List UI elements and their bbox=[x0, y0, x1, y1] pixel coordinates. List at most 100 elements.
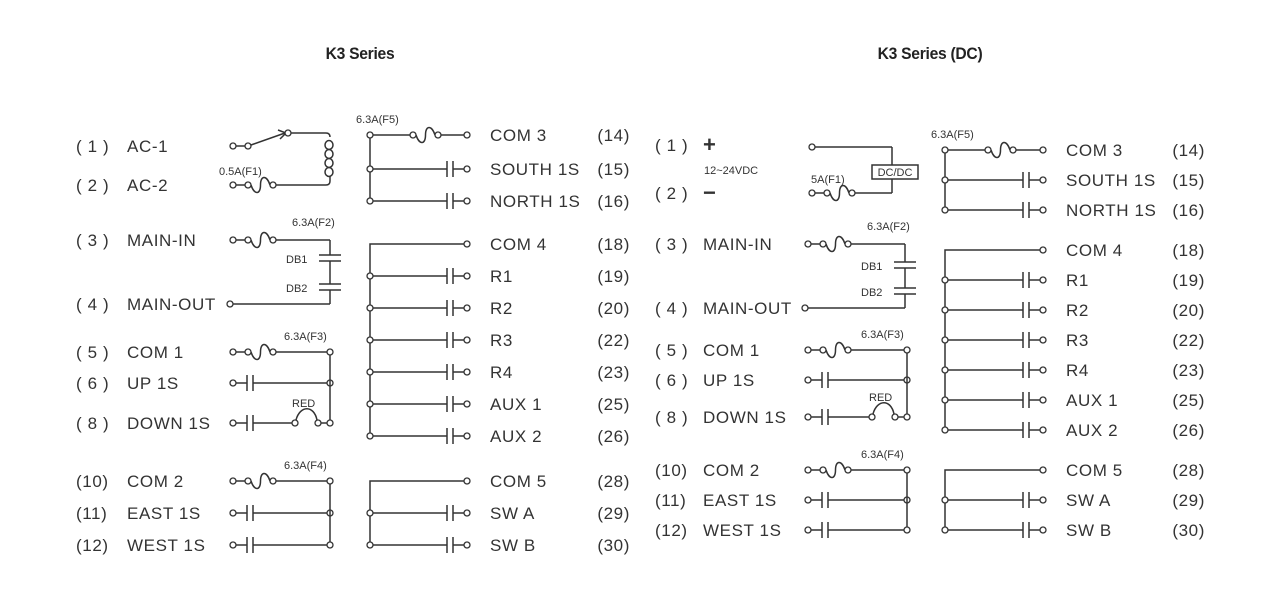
wire bbox=[325, 132, 331, 138]
terminal-label: AC-2 bbox=[127, 176, 168, 195]
terminal-label: UP 1S bbox=[703, 371, 755, 390]
terminal-dot bbox=[1039, 306, 1047, 314]
terminal-dot bbox=[941, 396, 949, 404]
terminal-dot bbox=[366, 272, 374, 280]
terminal-label: WEST 1S bbox=[703, 521, 782, 540]
terminal-label: R4 bbox=[1066, 361, 1089, 380]
contact-symbol bbox=[1022, 272, 1030, 288]
terminal-number: (18) bbox=[597, 235, 630, 254]
right-terminal-row: R4(23) bbox=[1066, 361, 1204, 380]
coil-loop bbox=[324, 166, 334, 178]
contact-symbol bbox=[1022, 492, 1030, 508]
red-jumper bbox=[872, 402, 895, 415]
terminal-label: COM 1 bbox=[127, 343, 184, 362]
common-group: 6.3A(F3)RED bbox=[229, 331, 334, 431]
terminal-number: ( 6 ) bbox=[655, 371, 688, 390]
terminal-dot bbox=[1039, 466, 1047, 474]
dc-dc-converter-box: DC/DC bbox=[871, 164, 919, 180]
output-group bbox=[941, 246, 1047, 438]
terminal-dot bbox=[229, 477, 237, 485]
terminal-dot bbox=[819, 346, 827, 354]
terminal-label: AUX 2 bbox=[490, 427, 542, 446]
terminal-number: ( 1 ) bbox=[655, 136, 688, 155]
terminal-dot bbox=[366, 304, 374, 312]
terminal-dot bbox=[434, 131, 442, 139]
terminal-label: MAIN-OUT bbox=[127, 295, 216, 314]
contact-symbol bbox=[1022, 202, 1030, 218]
converter-label: DC/DC bbox=[878, 167, 913, 179]
left-terminal-row: (11)EAST 1S bbox=[655, 491, 777, 510]
contact-symbol bbox=[246, 375, 254, 391]
terminal-dot bbox=[326, 348, 334, 356]
terminal-number: (22) bbox=[1172, 331, 1205, 350]
fuse-wire bbox=[825, 235, 846, 253]
right-terminal-row: COM 3(14) bbox=[1066, 141, 1204, 160]
terminal-dot bbox=[326, 419, 334, 427]
terminal-dot bbox=[463, 541, 471, 549]
terminal-label: SW B bbox=[490, 536, 536, 555]
terminal-dot bbox=[229, 379, 237, 387]
left-terminal-row: ( 2 )AC-2 bbox=[76, 176, 168, 195]
terminal-label: COM 4 bbox=[490, 235, 547, 254]
fuse-symbol bbox=[984, 141, 1017, 159]
terminal-dot bbox=[463, 272, 471, 280]
terminal-dot bbox=[1039, 426, 1047, 434]
terminal-dot bbox=[903, 526, 911, 534]
terminal-label: R2 bbox=[490, 299, 513, 318]
red-jumper-label: RED bbox=[869, 392, 892, 404]
wire bbox=[369, 480, 464, 542]
right-terminal-row: COM 5(28) bbox=[1066, 461, 1204, 480]
relay-coil-icon bbox=[324, 139, 334, 178]
terminal-dot bbox=[804, 376, 812, 384]
fuse-symbol bbox=[409, 126, 442, 144]
terminal-dot bbox=[804, 496, 812, 504]
terminal-label: COM 5 bbox=[490, 472, 547, 491]
terminal-dot bbox=[808, 143, 816, 151]
terminal-number: (19) bbox=[1172, 271, 1205, 290]
left-terminal-row: ( 3 )MAIN-IN bbox=[76, 231, 196, 250]
fuse-f5-label: 6.3A(F5) bbox=[931, 129, 974, 141]
left-terminal-row: ( 8 )DOWN 1S bbox=[76, 414, 210, 433]
terminal-number: (12) bbox=[655, 521, 688, 540]
terminal-label: EAST 1S bbox=[127, 504, 201, 523]
terminal-dot bbox=[244, 477, 252, 485]
contact-symbol bbox=[1022, 392, 1030, 408]
right-terminal-row: R3(22) bbox=[1066, 331, 1205, 350]
wire bbox=[325, 180, 331, 186]
contact-symbol bbox=[1022, 362, 1030, 378]
contact-symbol bbox=[1022, 172, 1030, 188]
fuse-wire bbox=[825, 341, 846, 359]
terminal-dot bbox=[269, 477, 277, 485]
terminal-label: EAST 1S bbox=[703, 491, 777, 510]
terminal-number: (15) bbox=[597, 160, 630, 179]
capacitor-symbol bbox=[319, 254, 341, 262]
db2-label: DB2 bbox=[861, 287, 882, 299]
terminal-dot bbox=[229, 181, 237, 189]
left-terminal-row: (10)COM 2 bbox=[76, 472, 183, 491]
terminal-dot bbox=[284, 129, 292, 137]
diagram-right: ( 1 )+( 2 )−( 3 )MAIN-IN( 4 )MAIN-OUT( 5… bbox=[655, 129, 1205, 540]
terminal-number: ( 4 ) bbox=[76, 295, 109, 314]
terminal-dot bbox=[269, 181, 277, 189]
terminal-dot bbox=[244, 236, 252, 244]
terminal-label: AUX 2 bbox=[1066, 421, 1118, 440]
terminal-dot bbox=[229, 236, 237, 244]
left-terminal-row: (12)WEST 1S bbox=[76, 536, 205, 555]
red-jumper bbox=[295, 408, 318, 421]
terminal-number: (20) bbox=[597, 299, 630, 318]
right-terminal-row: R1(19) bbox=[490, 267, 629, 286]
fuse-symbol bbox=[823, 184, 856, 202]
terminal-label: SW B bbox=[1066, 521, 1112, 540]
terminal-dot bbox=[366, 432, 374, 440]
terminal-number: ( 3 ) bbox=[76, 231, 109, 250]
terminal-number: (10) bbox=[655, 461, 688, 480]
wire bbox=[944, 469, 1040, 527]
terminal-number: (30) bbox=[1172, 521, 1205, 540]
switch-arm bbox=[250, 132, 286, 146]
output-group bbox=[941, 466, 1047, 538]
left-terminal-row: ( 1 )AC-1 bbox=[76, 137, 168, 156]
right-terminal-row: SW A(29) bbox=[1066, 491, 1204, 510]
terminal-dot bbox=[804, 346, 812, 354]
terminal-number: (12) bbox=[76, 536, 109, 555]
